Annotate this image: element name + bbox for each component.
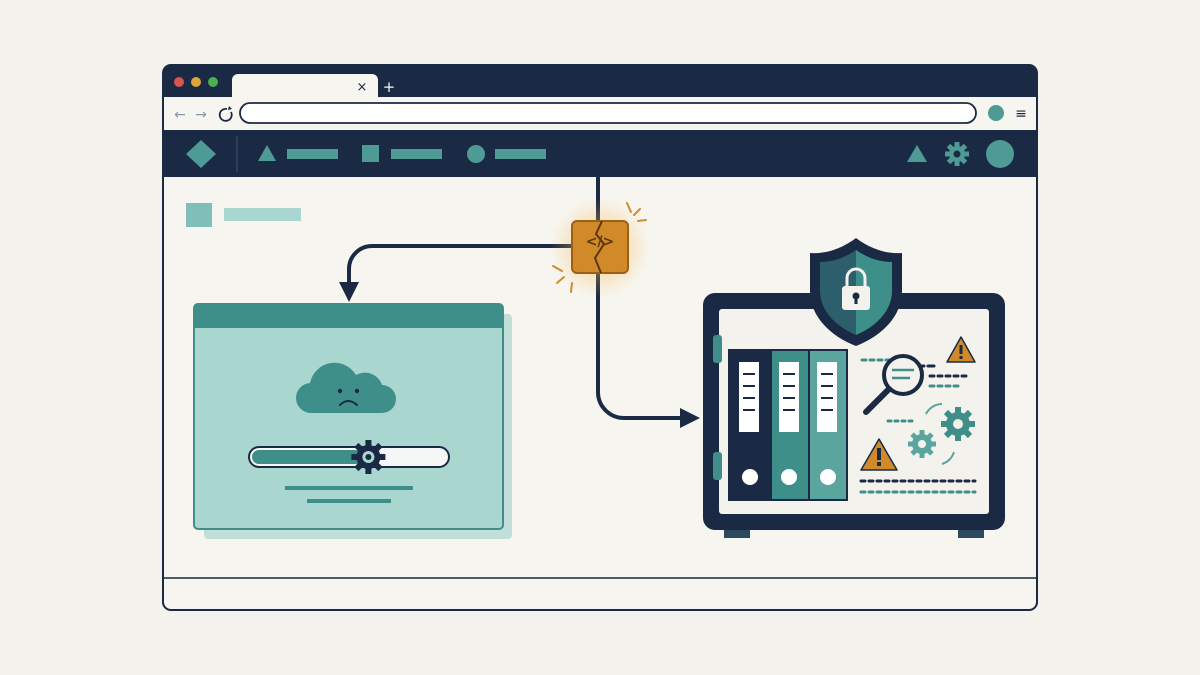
vault-hinge <box>713 452 722 480</box>
nav-item-bar[interactable] <box>287 149 338 159</box>
secure-vault <box>703 293 1005 538</box>
vault-hinge <box>713 335 722 363</box>
gear-icon <box>941 407 975 441</box>
panel-text-line <box>307 499 391 503</box>
vault-code-lines <box>859 358 977 494</box>
warning-icon <box>860 438 898 471</box>
warning-icon <box>946 336 976 363</box>
page-title-bar <box>224 208 301 221</box>
window-maximize-dot[interactable] <box>208 77 218 87</box>
error-loading-panel <box>193 303 512 539</box>
panel-window <box>193 303 504 530</box>
window-minimize-dot[interactable] <box>191 77 201 87</box>
forward-icon[interactable]: → <box>195 107 207 123</box>
shield-lock-icon <box>810 238 902 346</box>
address-bar[interactable] <box>239 102 977 124</box>
gear-icon <box>908 430 936 458</box>
magnifier-icon <box>863 354 924 415</box>
arrow-to-error-panel <box>339 244 576 302</box>
crack-line <box>593 220 606 274</box>
menu-icon[interactable]: ≡ <box>1015 106 1027 122</box>
window-close-dot[interactable] <box>174 77 184 87</box>
diamond-logo-icon[interactable] <box>186 140 216 168</box>
progress-gear-icon <box>351 440 386 474</box>
spark-lines <box>552 202 647 293</box>
reload-icon[interactable] <box>218 108 233 122</box>
nav-square-icon[interactable] <box>362 145 379 162</box>
panel-title-bar <box>194 304 503 328</box>
tab-bar <box>163 65 1037 97</box>
nav-circle-icon[interactable] <box>467 145 485 163</box>
binder-stack <box>728 349 848 501</box>
tab-close-icon[interactable]: × <box>357 80 368 95</box>
header-gear-icon[interactable] <box>945 142 969 166</box>
arrow-to-secure-vault <box>596 271 700 428</box>
progress-fill <box>252 450 369 464</box>
header-avatar-circle-icon[interactable] <box>986 140 1014 168</box>
progress-bar[interactable] <box>248 440 450 474</box>
sad-cloud-icon <box>295 362 396 414</box>
nav-item-bar[interactable] <box>495 149 546 159</box>
back-icon[interactable]: ← <box>174 107 186 123</box>
cycle-arrows <box>925 403 955 465</box>
broken-code-block: </> <box>550 198 650 298</box>
header-triangle-icon[interactable] <box>907 145 927 162</box>
browser-tab[interactable] <box>232 74 378 97</box>
page-title-icon <box>186 203 212 227</box>
nav-item-bar[interactable] <box>391 149 442 159</box>
code-glyph: </> <box>586 234 615 250</box>
nav-triangle-icon[interactable] <box>258 145 276 161</box>
panel-text-line <box>285 486 413 490</box>
new-tab-icon[interactable]: + <box>383 78 396 96</box>
profile-avatar[interactable] <box>988 105 1004 121</box>
